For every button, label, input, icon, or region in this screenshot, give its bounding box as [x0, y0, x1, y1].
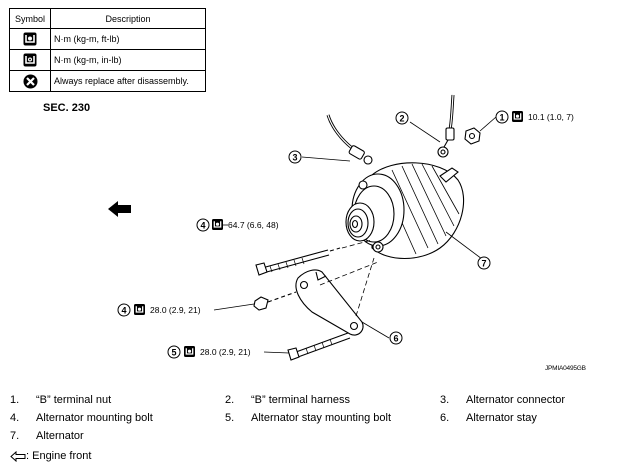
symbol-legend-table: Symbol Description N·m (kg-m, ft-lb) N·m…	[9, 8, 206, 92]
list-item: 1.“B” terminal nut	[10, 394, 112, 406]
always-replace-icon	[23, 74, 37, 88]
leader-lines	[213, 116, 497, 354]
engine-front-arrow-icon	[10, 450, 26, 462]
svg-text:28.0 (2.9, 21): 28.0 (2.9, 21)	[150, 305, 201, 315]
alternator-exploded-diagram: 1 10.1 (1.0, 7) 2 3 4 64.7 (6.6, 48) 4 2…	[108, 94, 574, 361]
svg-text:3: 3	[292, 153, 297, 163]
alternator-stay	[295, 269, 364, 336]
list-item: 7.Alternator	[10, 430, 84, 442]
list-item: 4.Alternator mounting bolt	[10, 412, 153, 424]
figure-code: JPMIA0495GB	[545, 365, 586, 372]
list-item: 3.Alternator connector	[440, 394, 566, 406]
callout-3: 3	[288, 150, 302, 164]
svg-text:4: 4	[200, 221, 205, 231]
list-item: 6.Alternator stay	[440, 412, 537, 424]
section-number: SEC. 230	[43, 102, 91, 114]
list-item: 5.Alternator stay mounting bolt	[225, 412, 392, 424]
callout-4-lower: 4 28.0 (2.9, 21)	[117, 303, 201, 317]
b-terminal-harness	[437, 94, 455, 158]
engine-front-arrow-icon	[108, 201, 131, 217]
svg-text:5: 5	[171, 348, 176, 358]
svg-text:64.7 (6.6, 48): 64.7 (6.6, 48)	[228, 220, 279, 230]
alternator-mounting-bolt-lower	[253, 291, 297, 311]
svg-text:28.0 (2.9, 21): 28.0 (2.9, 21)	[200, 347, 251, 357]
svg-text:10.1 (1.0, 7): 10.1 (1.0, 7)	[528, 112, 574, 122]
callout-1: 1 10.1 (1.0, 7)	[495, 110, 574, 124]
list-item: 2.“B” terminal harness	[225, 394, 351, 406]
alternator-mounting-bolt-upper	[255, 247, 341, 276]
callout-2: 2	[395, 111, 409, 125]
torque-wrench-icon	[133, 303, 146, 316]
svg-text:1: 1	[499, 113, 504, 123]
b-terminal-nut	[464, 127, 481, 145]
svg-text:6: 6	[393, 334, 398, 344]
alignment-lines	[319, 239, 379, 317]
alternator	[345, 162, 465, 259]
svg-text:2: 2	[399, 114, 404, 124]
legend-row: Always replace after disassembly.	[9, 70, 206, 92]
torque-wrench-icon	[183, 345, 196, 358]
svg-text:4: 4	[121, 306, 126, 316]
callout-4-upper: 4 64.7 (6.6, 48)	[196, 218, 279, 232]
torque-wrench-small-icon	[23, 53, 37, 67]
alternator-connector	[326, 114, 373, 165]
alternator-stay-mounting-bolt	[287, 332, 351, 361]
legend-row: N·m (kg-m, in-lb)	[9, 49, 206, 71]
engine-front-note: : Engine front	[10, 450, 91, 462]
torque-wrench-icon	[511, 110, 524, 123]
legend-description: Always replace after disassembly.	[50, 70, 206, 92]
callout-6: 6	[389, 331, 403, 345]
callout-5: 5 28.0 (2.9, 21)	[167, 345, 251, 359]
svg-text:7: 7	[481, 259, 486, 269]
torque-wrench-icon	[211, 218, 224, 231]
callout-7: 7	[477, 256, 491, 270]
torque-wrench-icon	[23, 32, 37, 46]
